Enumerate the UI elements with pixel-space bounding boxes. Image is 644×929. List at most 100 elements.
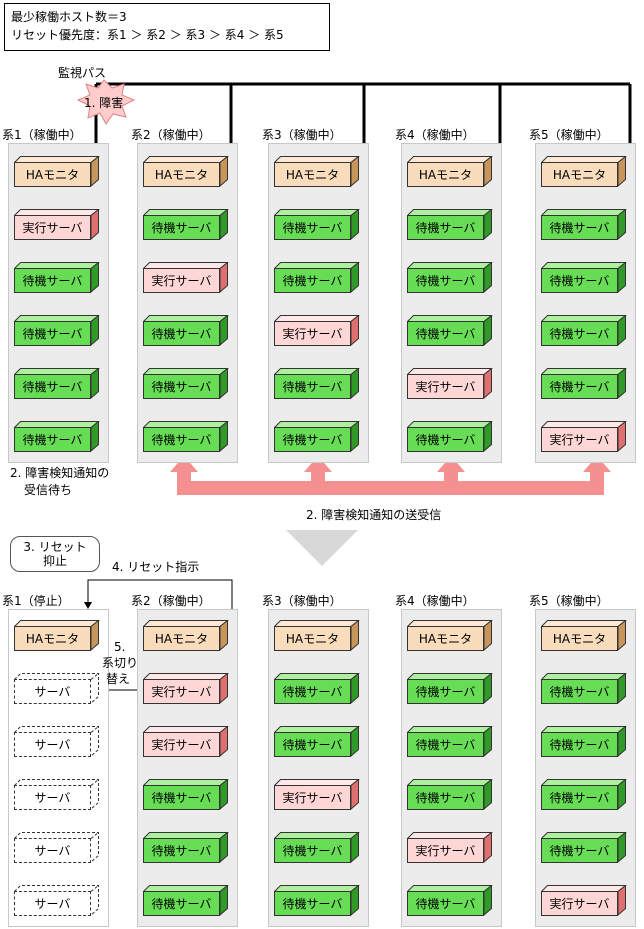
server-label: 実行サーバ [274, 321, 351, 346]
server-label: HAモニタ [143, 162, 220, 187]
server-label: HAモニタ [541, 162, 618, 187]
active-server-box: 実行サーバ [407, 368, 493, 399]
box-3d-faces [541, 368, 627, 399]
box-3d-faces [407, 262, 493, 293]
standby-server-box: 待機サーバ [274, 673, 360, 704]
box-3d-faces [407, 156, 493, 187]
system-title: 系1（稼働中） [2, 128, 82, 142]
standby-server-box: 待機サーバ [407, 726, 493, 757]
active-server-box: 実行サーバ [274, 315, 360, 346]
box-3d-faces [274, 209, 360, 240]
standby-server-box: 待機サーバ [541, 262, 627, 293]
standby-server-box: 待機サーバ [274, 262, 360, 293]
standby-server-box: 待機サーバ [274, 368, 360, 399]
server-label: 待機サーバ [541, 838, 618, 863]
system-title: 系1（停止） [2, 594, 70, 608]
standby-server-box: 待機サーバ [143, 421, 229, 452]
server-label: サーバ [14, 732, 91, 757]
box-3d-faces [407, 209, 493, 240]
server-label: 待機サーバ [274, 215, 351, 240]
server-label: 待機サーバ [541, 321, 618, 346]
box-3d-faces [274, 315, 360, 346]
switch-label-line-2: 系切り [102, 656, 139, 670]
standby-server-box: 待機サーバ [407, 421, 493, 452]
active-server-box: 実行サーバ [274, 779, 360, 810]
box-3d-faces [541, 262, 627, 293]
box-3d-faces [274, 726, 360, 757]
server-label: 待機サーバ [541, 374, 618, 399]
standby-server-box: 待機サーバ [541, 832, 627, 863]
server-label: HAモニタ [14, 626, 91, 651]
notification-arrow [170, 456, 611, 495]
server-label: 待機サーバ [274, 838, 351, 863]
server-label: サーバ [14, 891, 91, 916]
server-label: 待機サーバ [407, 268, 484, 293]
stopped-server-box: サーバ [14, 832, 99, 863]
standby-server-box: 待機サーバ [14, 262, 100, 293]
box-3d-faces [14, 368, 100, 399]
box-3d-faces [541, 673, 627, 704]
box-3d-faces [274, 421, 360, 452]
standby-server-box: 待機サーバ [407, 673, 493, 704]
note-box: 最少稼働ホスト数＝3 リセット優先度：系1 ＞ 系2 ＞ 系3 ＞ 系4 ＞ 系… [4, 3, 330, 51]
system-title: 系2（稼働中） [131, 128, 211, 142]
server-label: 待機サーバ [143, 374, 220, 399]
standby-server-box: 待機サーバ [541, 726, 627, 757]
server-label: HAモニタ [541, 626, 618, 651]
system-column-4 [401, 143, 502, 463]
server-label: 実行サーバ [541, 891, 618, 916]
stopped-server-box: サーバ [14, 673, 99, 704]
server-label: 待機サーバ [541, 215, 618, 240]
ha-monitor-box: HAモニタ [143, 156, 229, 187]
server-label: サーバ [14, 679, 91, 704]
reset-instruction-label: 4. リセット指示 [112, 560, 200, 574]
box-3d-faces [14, 620, 100, 651]
monitor-path-line [94, 82, 632, 148]
standby-server-box: 待機サーバ [541, 779, 627, 810]
server-label: 待機サーバ [143, 891, 220, 916]
box-3d-faces [14, 726, 99, 757]
standby-server-box: 待機サーバ [143, 315, 229, 346]
system-column-2 [137, 143, 238, 463]
system-title: 系5（稼働中） [529, 594, 609, 608]
transition-arrow [286, 530, 358, 566]
system-column-1-stopped [8, 609, 109, 927]
standby-server-box: 待機サーバ [541, 209, 627, 240]
server-label: 実行サーバ [274, 785, 351, 810]
server-label: HAモニタ [274, 162, 351, 187]
failure-starburst [76, 79, 136, 125]
ha-monitor-box: HAモニタ [407, 620, 493, 651]
server-label: 実行サーバ [541, 427, 618, 452]
active-server-box: 実行サーバ [541, 885, 627, 916]
system-title: 系5（稼働中） [529, 128, 609, 142]
active-server-box: 実行サーバ [14, 209, 100, 240]
active-server-box: 実行サーバ [541, 421, 627, 452]
box-3d-faces [143, 620, 229, 651]
server-label: 待機サーバ [541, 785, 618, 810]
monitor-path-label: 監視パス [58, 66, 107, 80]
standby-server-box: 待機サーバ [14, 368, 100, 399]
note-line-1: 最少稼働ホスト数＝3 [11, 10, 127, 24]
system-column-1 [8, 143, 109, 463]
server-label: HAモニタ [407, 626, 484, 651]
standby-server-box: 待機サーバ [407, 885, 493, 916]
ha-monitor-box: HAモニタ [274, 156, 360, 187]
box-3d-faces [143, 262, 229, 293]
server-label: 待機サーバ [407, 215, 484, 240]
box-3d-faces [274, 832, 360, 863]
ha-monitor-box: HAモニタ [541, 620, 627, 651]
server-label: 待機サーバ [274, 374, 351, 399]
stopped-server-box: サーバ [14, 885, 99, 916]
server-label: サーバ [14, 785, 91, 810]
server-label: 待機サーバ [407, 891, 484, 916]
box-3d-faces [143, 156, 229, 187]
server-label: HAモニタ [14, 162, 91, 187]
box-3d-faces [14, 209, 100, 240]
box-3d-faces [541, 315, 627, 346]
system-title: 系3（稼働中） [262, 594, 342, 608]
active-server-box: 実行サーバ [143, 726, 229, 757]
standby-server-box: 待機サーバ [274, 885, 360, 916]
standby-server-box: 待機サーバ [274, 421, 360, 452]
